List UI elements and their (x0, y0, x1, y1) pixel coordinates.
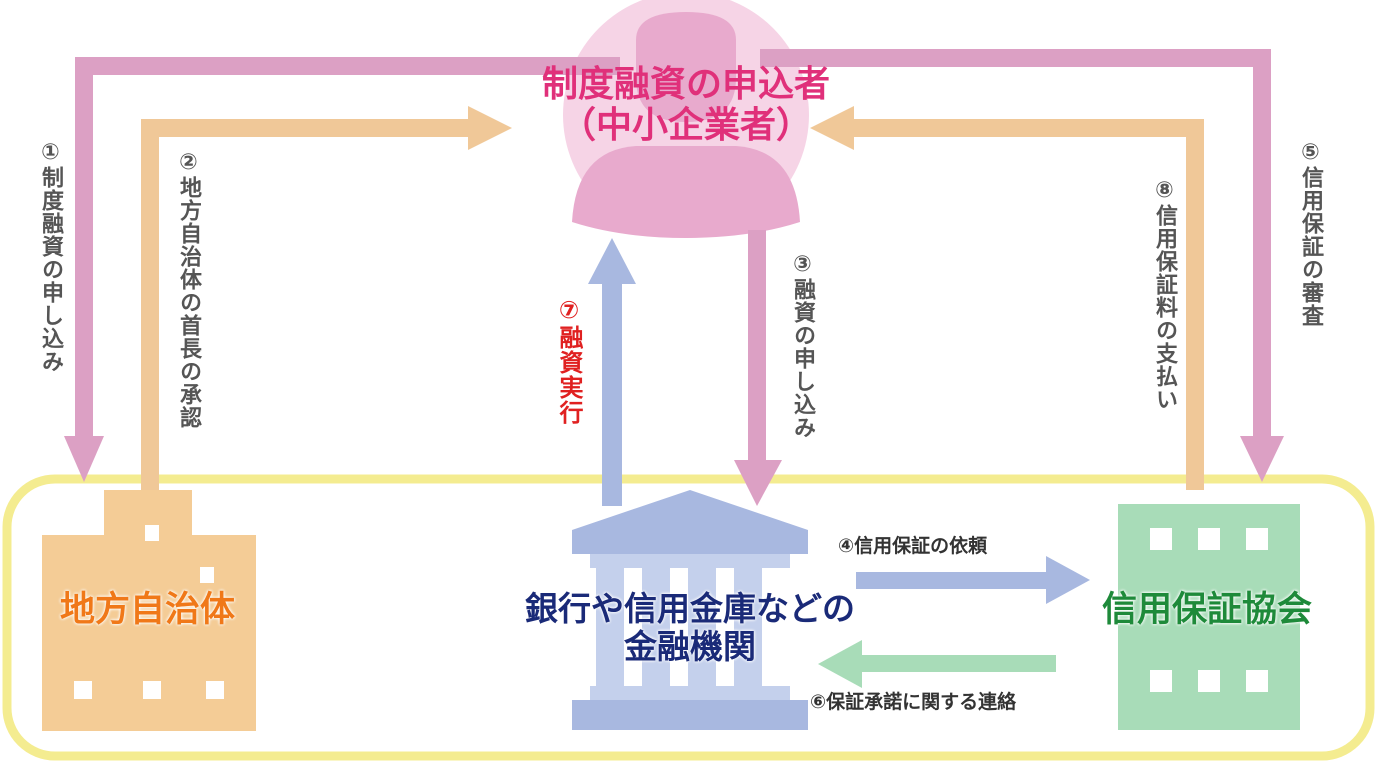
arrow-step1-head (64, 436, 104, 482)
arrow-step5 (760, 49, 1271, 438)
building-icon (42, 490, 256, 731)
arrow-step6 (860, 655, 1056, 672)
arrow-step1 (75, 57, 620, 438)
guarantee-association-label: 信用保証協会 (1102, 590, 1313, 630)
arrow-step2-head (468, 106, 512, 150)
step4-label: ④信用保証の依頼 (838, 535, 988, 557)
arrow-step7 (602, 282, 622, 506)
step1-label: ①制度融資の申し込み (38, 140, 63, 373)
step3-label: ③融資の申し込み (790, 252, 815, 439)
step6-label: ⑥保証承諾に関する連絡 (810, 691, 1017, 713)
arrow-step3-head (734, 460, 782, 506)
arrow-step4-head (1046, 556, 1090, 604)
step7-label: ⑦融資実行 (555, 296, 583, 425)
office-building-icon (1118, 504, 1300, 730)
person-silhouette-icon (563, 0, 809, 238)
arrow-step8-head (810, 106, 854, 150)
financial-institution-line2: 金融機関 (624, 626, 756, 666)
applicant-title: 制度融資の申込者 （中小企業者） (512, 64, 860, 147)
arrow-step4 (856, 572, 1048, 589)
financial-institution-label: 銀行や信用金庫などの 金融機関 (468, 590, 912, 666)
step8-label: ⑧信用保証料の支払い (1152, 178, 1177, 411)
arrow-step6-head (818, 640, 862, 688)
applicant-title-line1: 制度融資の申込者 (541, 64, 830, 105)
step5-label: ⑤信用保証の審査 (1298, 140, 1323, 327)
institutions-frame (2, 474, 1375, 761)
arrow-step3 (748, 230, 766, 462)
financial-institution-line1: 銀行や信用金庫などの (525, 589, 855, 628)
arrow-step7-head (588, 238, 636, 284)
applicant-title-line2: （中小企業者） (559, 105, 812, 147)
step2-label: ②地方自治体の首長の承認 (176, 150, 201, 429)
local-government-label: 地方自治体 (60, 590, 236, 630)
arrow-step5-head (1240, 436, 1284, 482)
arrow-step2 (141, 119, 470, 492)
bank-columns-icon (572, 490, 808, 730)
arrow-step8 (852, 119, 1204, 490)
